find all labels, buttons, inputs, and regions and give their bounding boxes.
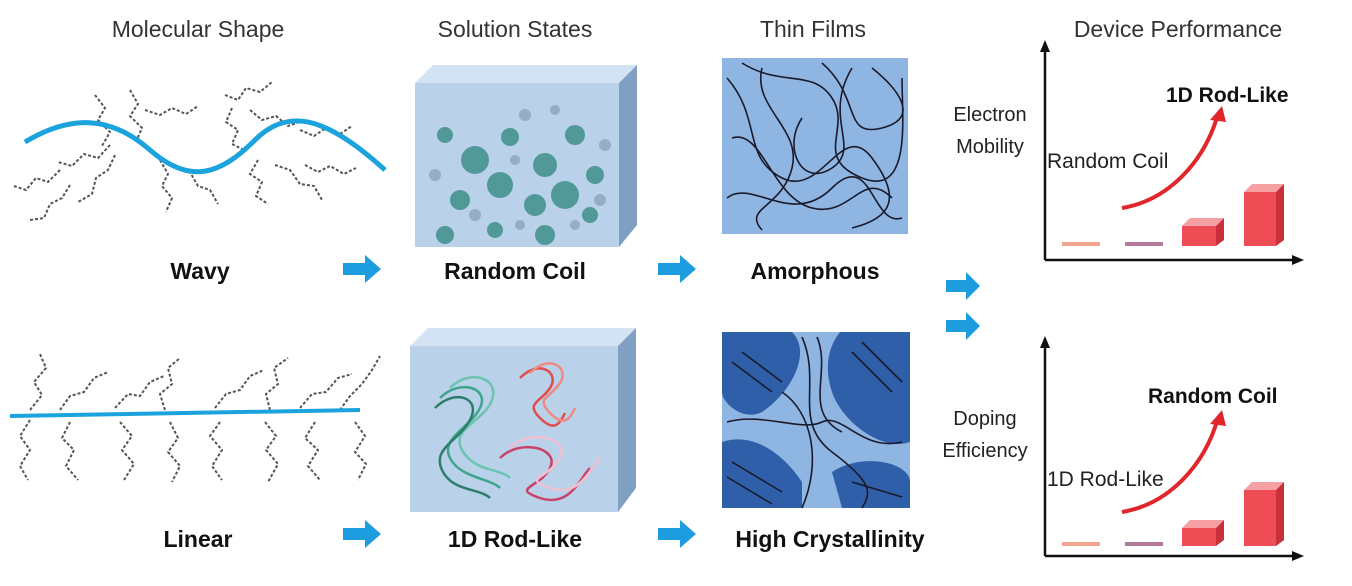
bar-2 bbox=[1125, 542, 1163, 546]
trend-arrow bbox=[1121, 113, 1220, 210]
header-solution-states: Solution States bbox=[437, 16, 593, 42]
bar-1 bbox=[1062, 242, 1100, 246]
doping-ylabel-2: Efficiency bbox=[942, 440, 1028, 462]
film-high-crystallinity bbox=[722, 332, 910, 509]
right-arrow-icon bbox=[946, 272, 980, 300]
doping-chart bbox=[1040, 336, 1304, 561]
right-arrow-icon bbox=[343, 255, 381, 283]
right-arrow-icon bbox=[658, 520, 696, 548]
bar-4 bbox=[1244, 482, 1284, 546]
header-device-performance: Device Performance bbox=[1073, 16, 1283, 42]
bar-2 bbox=[1125, 242, 1163, 246]
mobility-ylabel-2: Mobility bbox=[956, 136, 1024, 158]
film-amorphous bbox=[722, 58, 908, 234]
solution-cube-random-coil bbox=[415, 65, 637, 247]
solution-cube-rod-like bbox=[410, 328, 636, 512]
label-rod-like-solution: 1D Rod-Like bbox=[447, 526, 583, 552]
doping-low-label: 1D Rod-Like bbox=[1047, 468, 1164, 491]
wavy-backbone bbox=[23, 118, 387, 175]
linear-polymer-illustration bbox=[9, 353, 381, 483]
mobility-ylabel-1: Electron bbox=[953, 104, 1027, 126]
doping-ylabel-1: Doping bbox=[953, 408, 1017, 430]
label-wavy: Wavy bbox=[170, 258, 230, 284]
right-arrow-icon bbox=[946, 312, 980, 340]
doping-high-label: Random Coil bbox=[1148, 385, 1278, 408]
trend-arrow bbox=[1121, 417, 1220, 514]
mobility-low-label: Random Coil bbox=[1047, 150, 1169, 173]
right-arrow-icon bbox=[343, 520, 381, 548]
crystal-domains bbox=[722, 332, 910, 508]
mobility-chart bbox=[1040, 40, 1304, 265]
label-linear: Linear bbox=[163, 526, 233, 552]
linear-backbone bbox=[9, 408, 361, 418]
bar-1 bbox=[1062, 542, 1100, 546]
bar-3 bbox=[1182, 520, 1224, 546]
bar-4 bbox=[1244, 184, 1284, 246]
label-amorphous: Amorphous bbox=[750, 258, 880, 284]
label-random-coil-solution: Random Coil bbox=[444, 258, 586, 284]
mobility-high-label: 1D Rod-Like bbox=[1166, 84, 1289, 107]
header-thin-films: Thin Films bbox=[759, 16, 867, 42]
wavy-polymer-illustration bbox=[13, 81, 387, 221]
label-high-crystallinity: High Crystallinity bbox=[735, 526, 925, 552]
bar-3 bbox=[1182, 218, 1224, 246]
header-molecular-shape: Molecular Shape bbox=[111, 16, 285, 42]
right-arrow-icon bbox=[658, 255, 696, 283]
